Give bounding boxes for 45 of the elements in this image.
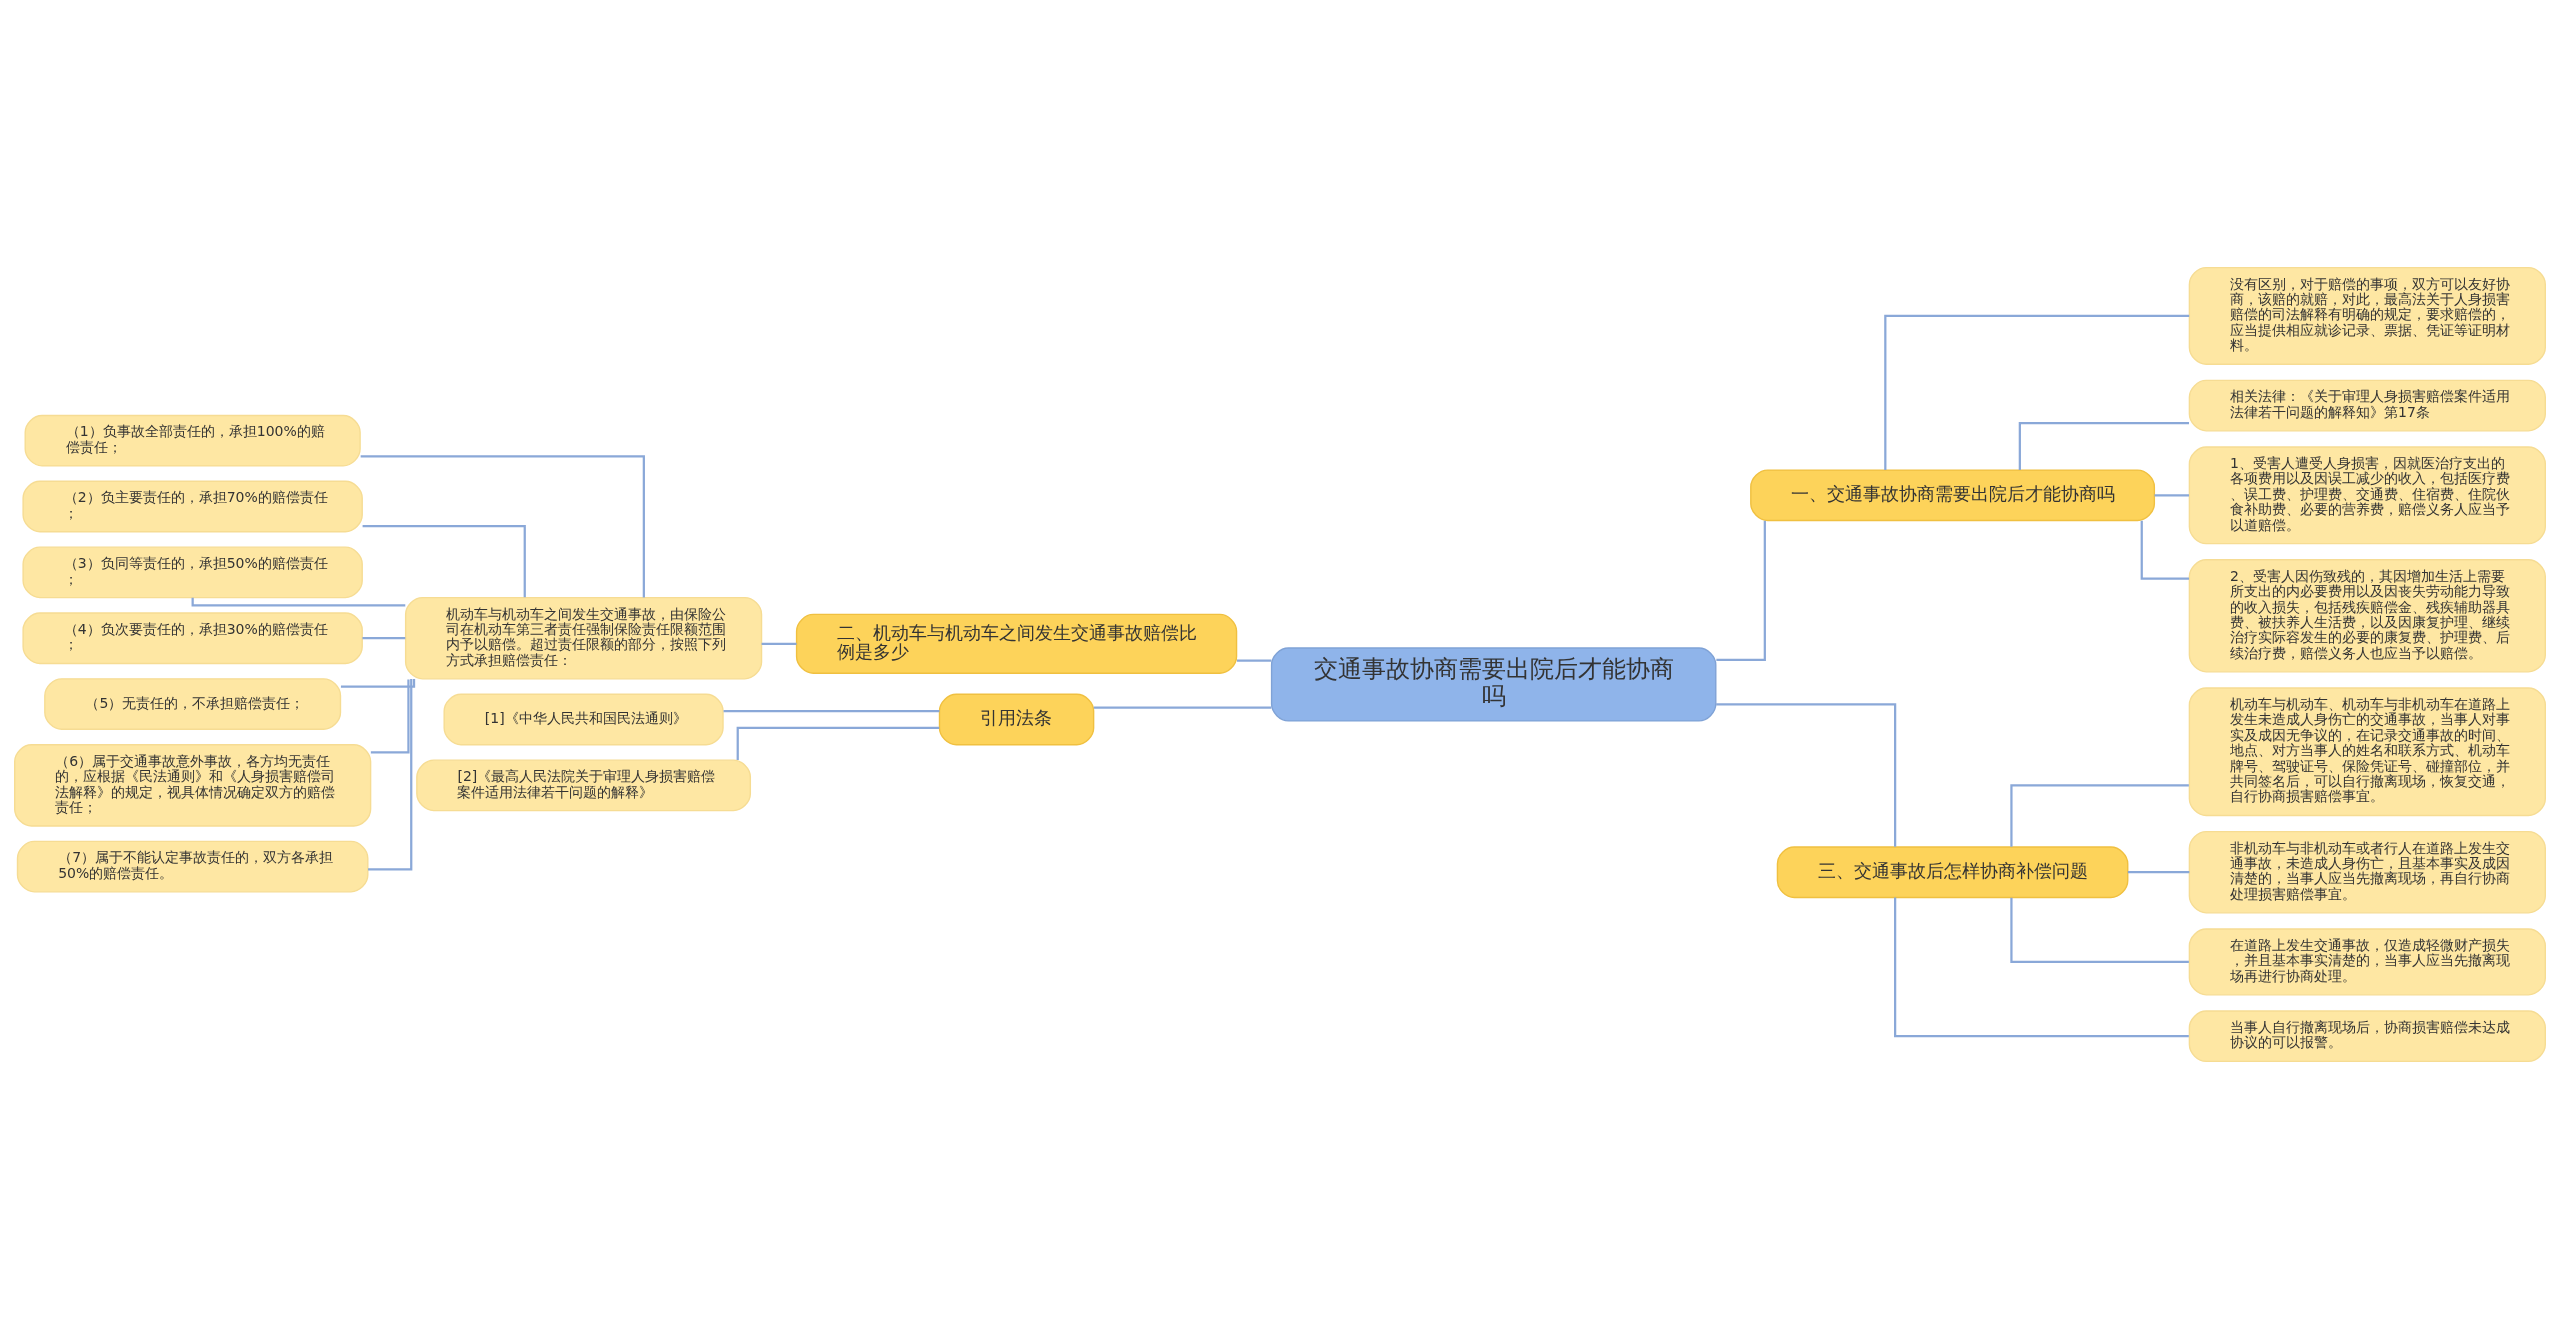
connector [2010,897,2189,963]
node-box: 三、交通事故后怎样协商补偿问题 [1776,845,2129,898]
node-box: 相关法律：《关于审理人身损害赔偿案件适用法律若干问题的解释知》第17条 [2188,379,2546,432]
node-box: （2）负主要责任的，承担70%的赔偿责任； [22,480,363,532]
node-box: 在道路上发生交通事故，仅造成轻微财产损失，并且基本事实清楚的，当事人应当先撤离现场再进行协商处理。 [2188,927,2546,996]
node-box: 二、机动车与机动车之间发生交通事故赔偿比例是多少 [795,613,1238,674]
connector [1894,897,2189,1037]
node-box: [2]《最高人民法院关于审理人身损害赔偿案件适用法律若干问题的解释》 [416,758,752,811]
node-box: 1、受害人遭受人身损害，因就医治疗支出的各项费用以及因误工减少的收入，包括医疗费、误工费、护理费、交通费、住宿费、住院伙食补助费、必要的营养费，赔偿义务人应当予以道赔偿。 [2188,445,2546,544]
node-box: 引用法条 [938,693,1095,745]
connector [1884,314,2190,470]
node-box: 没有区别，对于赔偿的事项，双方可以友好协商，该赔的就赔，对此，最高法关于人身损害赔偿的司法解释有明确的规定，要求赔偿的，应当提供相应就诊记录、票据、凭证等证明材料。 [2188,266,2546,365]
connector [2154,493,2190,496]
connector [362,636,406,639]
connector [360,454,645,597]
connector [761,642,797,645]
node-box: 机动车与机动车、机动车与非机动车在道路上发生未造成人身伤亡的交通事故，当事人对事实及成因无争议的，在记录交通事故的时间、地点、对方当事人的姓名和联系方式、机动车牌号、驾驶证号、保险凭证号、碰撞部位，并共同签名后，可以自行撤离现场，恢复交通，自行协商损害赔偿事宜。 [2188,686,2546,816]
connector [2140,520,2190,580]
node-box: 一、交通事故协商需要出院后才能协商吗 [1750,468,2156,521]
connector [2010,783,2189,847]
node-box: 交通事故协商需要出院后才能协商吗 [1270,646,1717,722]
node-box: 机动车与机动车之间发生交通事故，由保险公司在机动车第三者责任强制保险责任限额范围内予以赔偿。超过责任限额的部分，按照下列方式承担赔偿责任： [404,596,763,680]
connector [2127,870,2190,873]
node-box: （5）无责任的，不承担赔偿责任； [44,677,342,730]
node-box: （7）属于不能认定事故责任的，双方各承担50%的赔偿责任。 [16,840,369,893]
node-box: （1）负事故全部责任的，承担100%的赔偿责任； [24,414,361,467]
node-box: （6）属于交通事故意外事故，各方均无责任的，应根据《民法通则》和《人身损害赔偿司法解释》的规定，视具体情况确定双方的赔偿责任； [14,743,372,827]
connector [191,597,406,606]
connector [1716,702,1897,847]
connector [340,678,416,688]
connector [362,524,526,597]
node-box: 2、受害人因伤致残的，其因增加生活上需要所支出的内必要费用以及因丧失劳动能力导致的收入损失，包括残疾赔偿金、残疾辅助器具费、被扶养人生活费，以及因康复护理、继续治疗实际容发生的必要的康复费、护理费、后续治疗费，赔偿义务人也应当予以赔偿。 [2188,558,2546,673]
connector [2018,421,2189,470]
connector [370,678,410,754]
node-box: （4）负次要责任的，承担30%的赔偿责任； [22,611,363,664]
connector [1093,705,1272,709]
connector [723,709,940,712]
connector [368,678,413,871]
node-box: [1]《中华人民共和国民法通则》 [443,693,724,745]
node-box: 非机动车与非机动车或者行人在道路上发生交通事故，未造成人身伤亡，且基本事实及成因清楚的，当事人应当先撤离现场，再自行协商处理损害赔偿事宜。 [2188,830,2546,914]
connector [1716,520,1766,661]
connector [736,726,940,760]
node-box: 当事人自行撤离现场后，协商损害赔偿未达成协议的可以报警。 [2188,1009,2546,1062]
connector [1236,659,1272,662]
node-box: （3）负同等责任的，承担50%的赔偿责任； [22,545,363,598]
